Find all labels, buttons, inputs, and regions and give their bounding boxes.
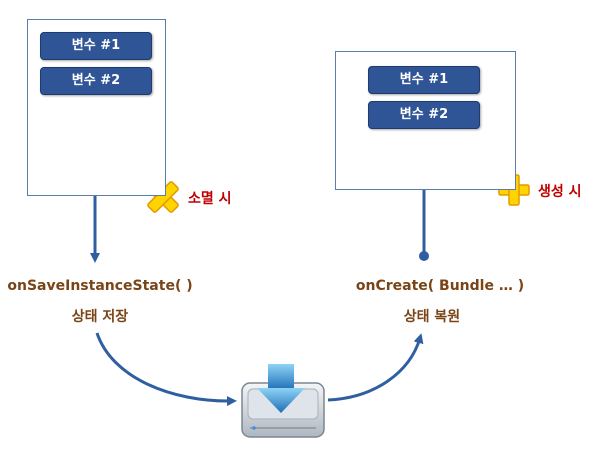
destroy-event-label: 소멸 시 <box>188 191 232 207</box>
create-event-label: 생성 시 <box>538 184 582 200</box>
restore-action-label: 상태 복원 <box>403 309 461 325</box>
created-activity-frame: 변수 #1 변수 #2 <box>335 51 516 190</box>
save-action-label: 상태 저장 <box>71 309 129 325</box>
variable-box: 변수 #2 <box>40 67 152 95</box>
storage-to-restore-arrow <box>327 333 424 402</box>
variable-box: 변수 #1 <box>368 66 480 94</box>
drive-download-icon <box>241 364 325 438</box>
plus-icon <box>498 174 530 206</box>
destroyed-activity-frame: 변수 #1 변수 #2 <box>27 19 166 196</box>
restore-method-label: onCreate( Bundle … ) <box>355 278 525 294</box>
save-to-storage-arrow <box>95 332 237 407</box>
variable-box: 변수 #2 <box>368 101 480 129</box>
variable-box: 변수 #1 <box>40 32 152 60</box>
save-method-label: onSaveInstanceState( ) <box>7 278 193 294</box>
